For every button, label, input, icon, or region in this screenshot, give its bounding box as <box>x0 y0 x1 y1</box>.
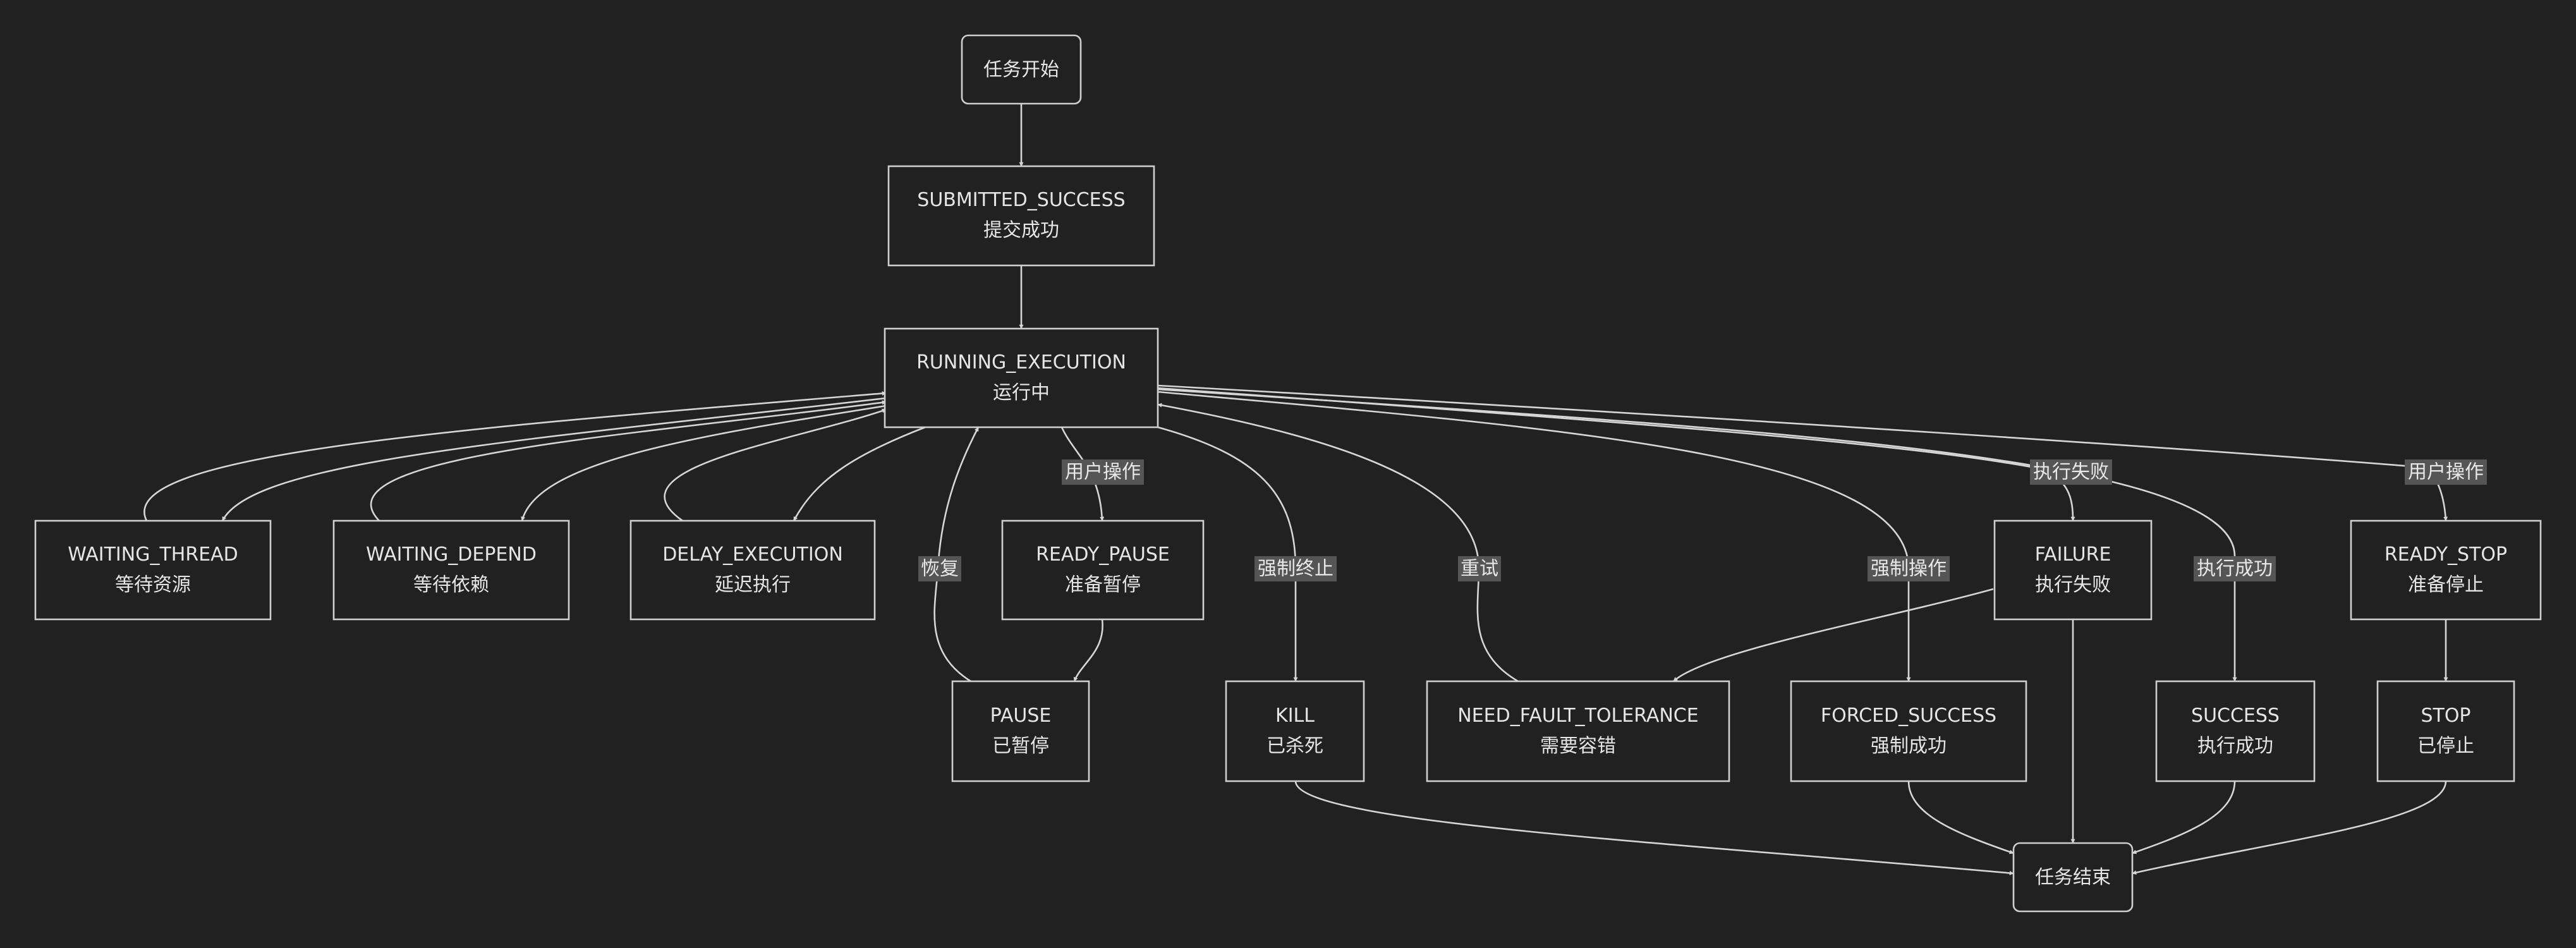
node-stop: STOP 已停止 <box>2376 680 2515 782</box>
edge-labels: 用户操作 恢复 强制终止 重试 强制操作 执行失败 执行成功 用户操作 <box>918 459 2487 581</box>
edge-running-to-delay <box>793 426 926 521</box>
edge-running-to-waiting-thread <box>221 397 887 521</box>
edge-waiting-thread-to-running <box>143 391 887 521</box>
node-pause: PAUSE 已暂停 <box>951 680 1090 782</box>
svg-text:用户操作: 用户操作 <box>1065 461 1141 483</box>
edge-label-exec-success: 执行成功 <box>2194 556 2276 581</box>
svg-text:SUCCESS: SUCCESS <box>2191 705 2280 727</box>
edge-label-retry: 重试 <box>1458 556 1501 581</box>
edge-running-to-failure <box>1157 387 2075 521</box>
svg-text:DELAY_EXECUTION: DELAY_EXECUTION <box>662 544 843 566</box>
edge-label-resume: 恢复 <box>918 556 961 581</box>
node-running-execution: RUNNING_EXECUTION 运行中 <box>884 327 1159 428</box>
svg-text:等待依赖: 等待依赖 <box>413 574 489 596</box>
edge-failure-to-nft <box>1673 588 1994 682</box>
node-waiting-thread: WAITING_THREAD 等待资源 <box>34 520 272 621</box>
edge-running-to-success <box>1157 388 2237 682</box>
edge-running-to-waiting-depend <box>521 404 887 521</box>
svg-text:重试: 重试 <box>1461 558 1498 580</box>
edge-label-force-kill: 强制终止 <box>1255 556 1337 581</box>
svg-text:用户操作: 用户操作 <box>2408 461 2484 483</box>
svg-text:恢复: 恢复 <box>921 558 959 580</box>
node-waiting-depend: WAITING_DEPEND 等待依赖 <box>332 520 570 621</box>
svg-text:STOP: STOP <box>2421 705 2470 727</box>
edge-label-user-op-pause: 用户操作 <box>1062 459 1144 485</box>
svg-text:执行失败: 执行失败 <box>2033 461 2109 483</box>
node-need-fault-tolerance: NEED_FAULT_TOLERANCE 需要容错 <box>1426 680 1730 782</box>
svg-text:已暂停: 已暂停 <box>992 735 1049 757</box>
edge-waiting-depend-to-running <box>370 400 887 521</box>
svg-text:强制终止: 强制终止 <box>1258 558 1334 580</box>
svg-text:执行成功: 执行成功 <box>2197 735 2273 757</box>
svg-text:执行失败: 执行失败 <box>2035 574 2111 596</box>
node-task-end: 任务结束 <box>2012 842 2134 913</box>
edge-running-to-kill <box>1157 426 1298 682</box>
svg-text:等待资源: 等待资源 <box>115 574 191 596</box>
node-success: SUCCESS 执行成功 <box>2155 680 2316 782</box>
svg-text:READY_PAUSE: READY_PAUSE <box>1036 544 1170 566</box>
node-ready-pause: READY_PAUSE 准备暂停 <box>1001 520 1205 621</box>
edge-pause-to-running <box>933 427 980 683</box>
svg-text:强制操作: 强制操作 <box>1871 558 1947 580</box>
edge-label-force-op: 强制操作 <box>1868 556 1950 581</box>
svg-text:执行成功: 执行成功 <box>2197 558 2273 580</box>
node-ready-stop: READY_STOP 准备停止 <box>2350 520 2542 621</box>
svg-text:FAILURE: FAILURE <box>2035 544 2111 566</box>
svg-text:提交成功: 提交成功 <box>983 219 1059 241</box>
edge-forced-to-end <box>1907 781 2014 854</box>
edge-nft-to-running <box>1157 403 1519 683</box>
node-kill: KILL 已杀死 <box>1225 680 1365 782</box>
edge-stop-to-end <box>2132 781 2447 875</box>
svg-text:任务结束: 任务结束 <box>2035 866 2111 889</box>
svg-text:运行中: 运行中 <box>993 382 1050 404</box>
svg-text:已停止: 已停止 <box>2417 735 2474 757</box>
nodes: 任务开始 SUBMITTED_SUCCESS 提交成功 RUNNING_EXEC… <box>34 34 2542 913</box>
node-failure: FAILURE 执行失败 <box>1993 520 2153 621</box>
svg-text:NEED_FAULT_TOLERANCE: NEED_FAULT_TOLERANCE <box>1457 705 1698 727</box>
svg-text:任务开始: 任务开始 <box>983 59 1059 81</box>
svg-text:RUNNING_EXECUTION: RUNNING_EXECUTION <box>916 351 1126 374</box>
node-task-start: 任务开始 <box>961 34 1082 105</box>
edge-delay-to-running <box>664 408 887 522</box>
svg-text:延迟执行: 延迟执行 <box>715 574 791 596</box>
edge-kill-to-end <box>1294 781 2014 875</box>
edge-success-to-end <box>2132 781 2236 854</box>
svg-text:KILL: KILL <box>1275 705 1315 727</box>
edge-label-exec-fail: 执行失败 <box>2030 459 2112 485</box>
edges <box>143 104 2448 875</box>
svg-text:WAITING_DEPEND: WAITING_DEPEND <box>366 544 537 566</box>
svg-text:PAUSE: PAUSE <box>990 705 1052 727</box>
edge-running-to-forced <box>1157 391 1911 682</box>
node-delay-execution: DELAY_EXECUTION 延迟执行 <box>629 520 876 621</box>
svg-text:需要容错: 需要容错 <box>1540 735 1616 757</box>
svg-text:强制成功: 强制成功 <box>1871 735 1947 757</box>
svg-text:SUBMITTED_SUCCESS: SUBMITTED_SUCCESS <box>917 189 1125 211</box>
svg-text:READY_STOP: READY_STOP <box>2385 544 2507 566</box>
svg-text:准备暂停: 准备暂停 <box>1065 574 1141 596</box>
node-forced-success: FORCED_SUCCESS 强制成功 <box>1790 680 2027 782</box>
node-submitted-success: SUBMITTED_SUCCESS 提交成功 <box>887 165 1155 267</box>
edge-ready-pause-to-pause <box>1073 619 1103 682</box>
svg-text:准备停止: 准备停止 <box>2408 574 2484 596</box>
svg-text:已杀死: 已杀死 <box>1267 735 1323 757</box>
svg-text:WAITING_THREAD: WAITING_THREAD <box>68 544 238 566</box>
svg-text:FORCED_SUCCESS: FORCED_SUCCESS <box>1821 705 1996 727</box>
edge-label-user-op-stop: 用户操作 <box>2405 459 2487 485</box>
